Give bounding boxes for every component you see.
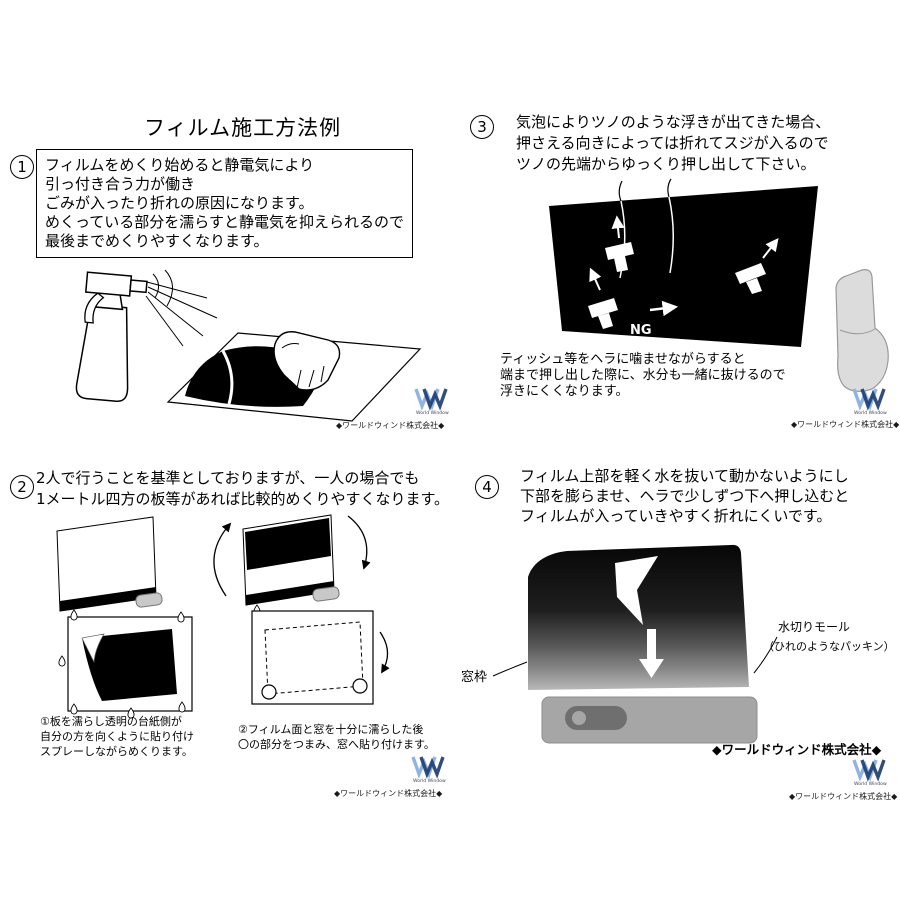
step1-line: フィルムをめくり始めると静電気により [45, 156, 315, 174]
flip-arrow-right [347, 515, 371, 570]
window-frame-pointer-line [492, 661, 528, 677]
step3-note: ティッシュ等をヘラに噛ませながらすると 端まで押し出した際に、水分も一緒に抜ける… [500, 352, 786, 400]
molding-pointer-line [753, 636, 778, 674]
push-arrow-right [762, 237, 779, 259]
push-arrow-left [589, 267, 602, 291]
clip-icon [135, 592, 163, 608]
tinted-window [549, 186, 818, 347]
ng-label: NG [630, 323, 652, 338]
step3-note-line: 端まで押し出した際に、水分も一緒に抜けるので [500, 368, 786, 383]
step2-text: 2人で行うことを基準としておりますが、一人の場合でも 1メートル四方の板等があれ… [36, 468, 449, 510]
step1-line: 引っ付き合う力が働き [45, 175, 196, 193]
step2-line: 2人で行うことを基準としておりますが、一人の場合でも [36, 469, 420, 487]
caption-line: ①板を濡らし透明の台紙側が [40, 715, 182, 728]
tissue-squeegee-icon [835, 269, 889, 392]
film-curl-highlight [221, 350, 234, 405]
step3-text: 気泡によりツノのような浮きが出てきた場合、 押さえる向きによっては折れてスジが入… [516, 112, 830, 175]
watermark-company: ◆ワールドウィンド株式会社◆ [791, 420, 900, 429]
spray-mist [145, 269, 218, 347]
svg-text:World Window: World Window [854, 410, 887, 416]
squeegee-icon-left [588, 298, 618, 329]
squeegee-icon-top [605, 242, 634, 272]
step3-note-line: ティッシュ等をヘラに噛ませながらすると [500, 352, 746, 367]
svg-text:World Window: World Window [416, 410, 449, 416]
step4-text: フィルム上部を軽く水を抜いて動かないようにし 下部を膨らませ、ヘラで少しずつ下へ… [520, 466, 849, 526]
caption-line: 〇の部分をつまみ、窓へ貼り付けます。 [238, 738, 435, 751]
step2-number-badge: 2 [10, 475, 34, 499]
caption-line: 自分の方を向くように貼り付け [40, 730, 194, 743]
step2-caption-left: ①板を濡らし透明の台紙側が 自分の方を向くように貼り付け スプレーしながらめくり… [40, 714, 194, 759]
door-handle-icon [565, 706, 627, 730]
step1-text: フィルムをめくり始めると静電気により 引っ付き合う力が働き ごみが入ったり折れの… [45, 156, 404, 251]
caption-line: スプレーしながらめくります。 [40, 745, 193, 758]
step1-illustration [75, 269, 422, 422]
step1-line: めくっている部分を濡らすと静電気を抑えられるので [45, 213, 404, 231]
window-pane-left [56, 516, 163, 612]
worldwind-logo: World Window [851, 757, 887, 787]
worldwind-logo: World Window [851, 386, 887, 416]
molding-label: 水切りモール [778, 620, 851, 634]
peel-arrow [379, 631, 390, 674]
step4-line: フィルム上部を軽く水を抜いて動かないようにし [520, 467, 849, 485]
step3-note-line: 浮きにくくなります。 [500, 384, 629, 399]
window-frame-label: 窓枠 [461, 670, 488, 685]
watermark-company: ◆ワールドウィンド株式会社◆ [336, 421, 445, 430]
company-name-bold: ◆ワールドウィンド株式会社◆ [712, 742, 882, 757]
pinch-circle-left [261, 684, 277, 700]
caption-line: ②フィルム面と窓を十分に濡らした後 [238, 723, 424, 736]
step3-illustration: NG [549, 178, 889, 392]
step3-line: 押さえる向きによっては折れてスジが入るので [516, 134, 829, 152]
worldwind-logo: World Window [410, 754, 446, 784]
step2-illustration [56, 514, 390, 719]
step2-caption-right: ②フィルム面と窓を十分に濡らした後 〇の部分をつまみ、窓へ貼り付けます。 [238, 722, 435, 752]
svg-text:World Window: World Window [854, 781, 887, 787]
spray-bottle-icon [75, 271, 148, 402]
step4-line: フィルムが入っていきやすく折れにくいです。 [520, 507, 832, 525]
flip-arrow-left [213, 522, 232, 597]
water-droplet-icons [58, 604, 372, 719]
hand-icon [273, 331, 341, 391]
pinch-circle-right [352, 678, 368, 694]
film-outline-dashed [264, 621, 364, 695]
step3-line: ツノの先端からゆっくり押し出して下さい。 [516, 155, 816, 173]
step3-line: 気泡によりツノのような浮きが出てきた場合、 [516, 113, 831, 131]
push-arrow-up [611, 215, 625, 239]
step4-line: 下部を膨らませ、ヘラで少しずつ下へ押し込むと [520, 487, 850, 505]
step4-illustration [492, 544, 778, 744]
board-left [67, 616, 193, 712]
step1-number-badge: 1 [10, 155, 34, 179]
watermark-company: ◆ワールドウィンド株式会社◆ [789, 792, 898, 801]
step4-number-badge: 4 [475, 475, 499, 499]
step2-line: 1メートル四方の板等があれば比較的めくりやすくなります。 [36, 490, 450, 508]
step1-line: 最後までめくりやすくなります。 [45, 232, 269, 250]
squeegee-icon-right [735, 263, 766, 294]
svg-text:World Window: World Window [413, 778, 446, 784]
board-right [251, 610, 374, 705]
step1-line: ごみが入ったり折れの原因になります。 [45, 194, 314, 212]
worldwind-logo: World Window [413, 386, 449, 416]
push-down-arrow [639, 629, 664, 678]
window-pane-right [242, 514, 340, 606]
step1-text-box: フィルムをめくり始めると静電気により 引っ付き合う力が働き ごみが入ったり折れの… [36, 149, 413, 258]
molding-label-sub: （ひれのようなパッキン） [763, 640, 895, 653]
ng-arrow [649, 300, 679, 317]
hera-squeegee-icon [615, 556, 658, 625]
watermark-company: ◆ワールドウィンド株式会社◆ [334, 789, 443, 798]
clip-icon [312, 586, 340, 602]
step3-number-badge: 3 [470, 115, 494, 139]
page-title: フィルム施工方法例 [144, 116, 342, 140]
